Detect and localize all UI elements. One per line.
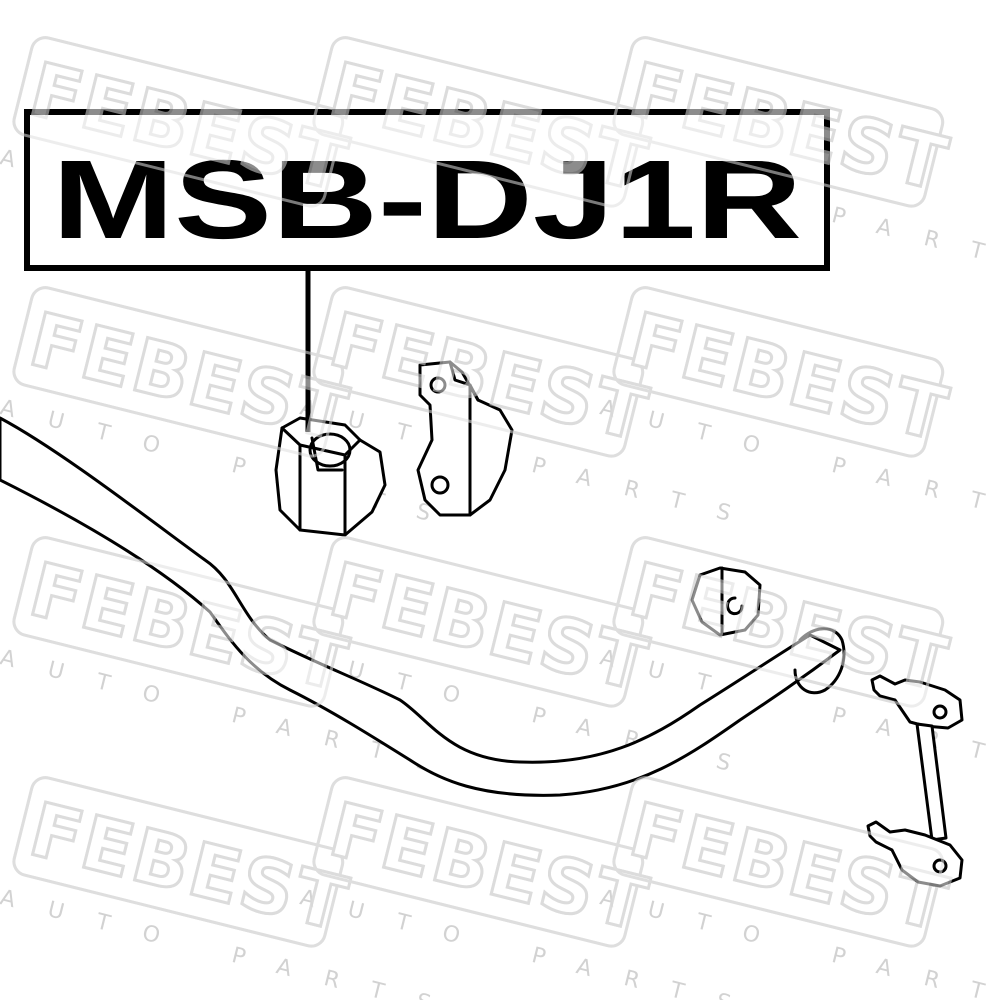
watermark-frame [12, 776, 345, 948]
watermark-frame [12, 536, 345, 708]
watermark-frame [612, 536, 945, 708]
watermark-frame [612, 286, 945, 458]
part-number-label: MSB-DJ1R [52, 137, 802, 262]
watermark-frame [12, 286, 345, 458]
watermark-frame [312, 286, 645, 458]
bushing-bracket [416, 360, 514, 517]
watermark-frame [312, 36, 645, 208]
watermark-frame [312, 536, 645, 708]
watermark-frame [612, 776, 945, 948]
part-number-callout: MSB-DJ1R [24, 109, 830, 271]
watermark-frame [612, 36, 945, 208]
callout-box [24, 109, 830, 271]
watermark-frame [312, 776, 645, 948]
watermark-frame [12, 36, 345, 208]
stabilizer-bushing [274, 416, 387, 537]
end-bushing [690, 566, 762, 637]
stabilizer-bar [0, 416, 846, 797]
